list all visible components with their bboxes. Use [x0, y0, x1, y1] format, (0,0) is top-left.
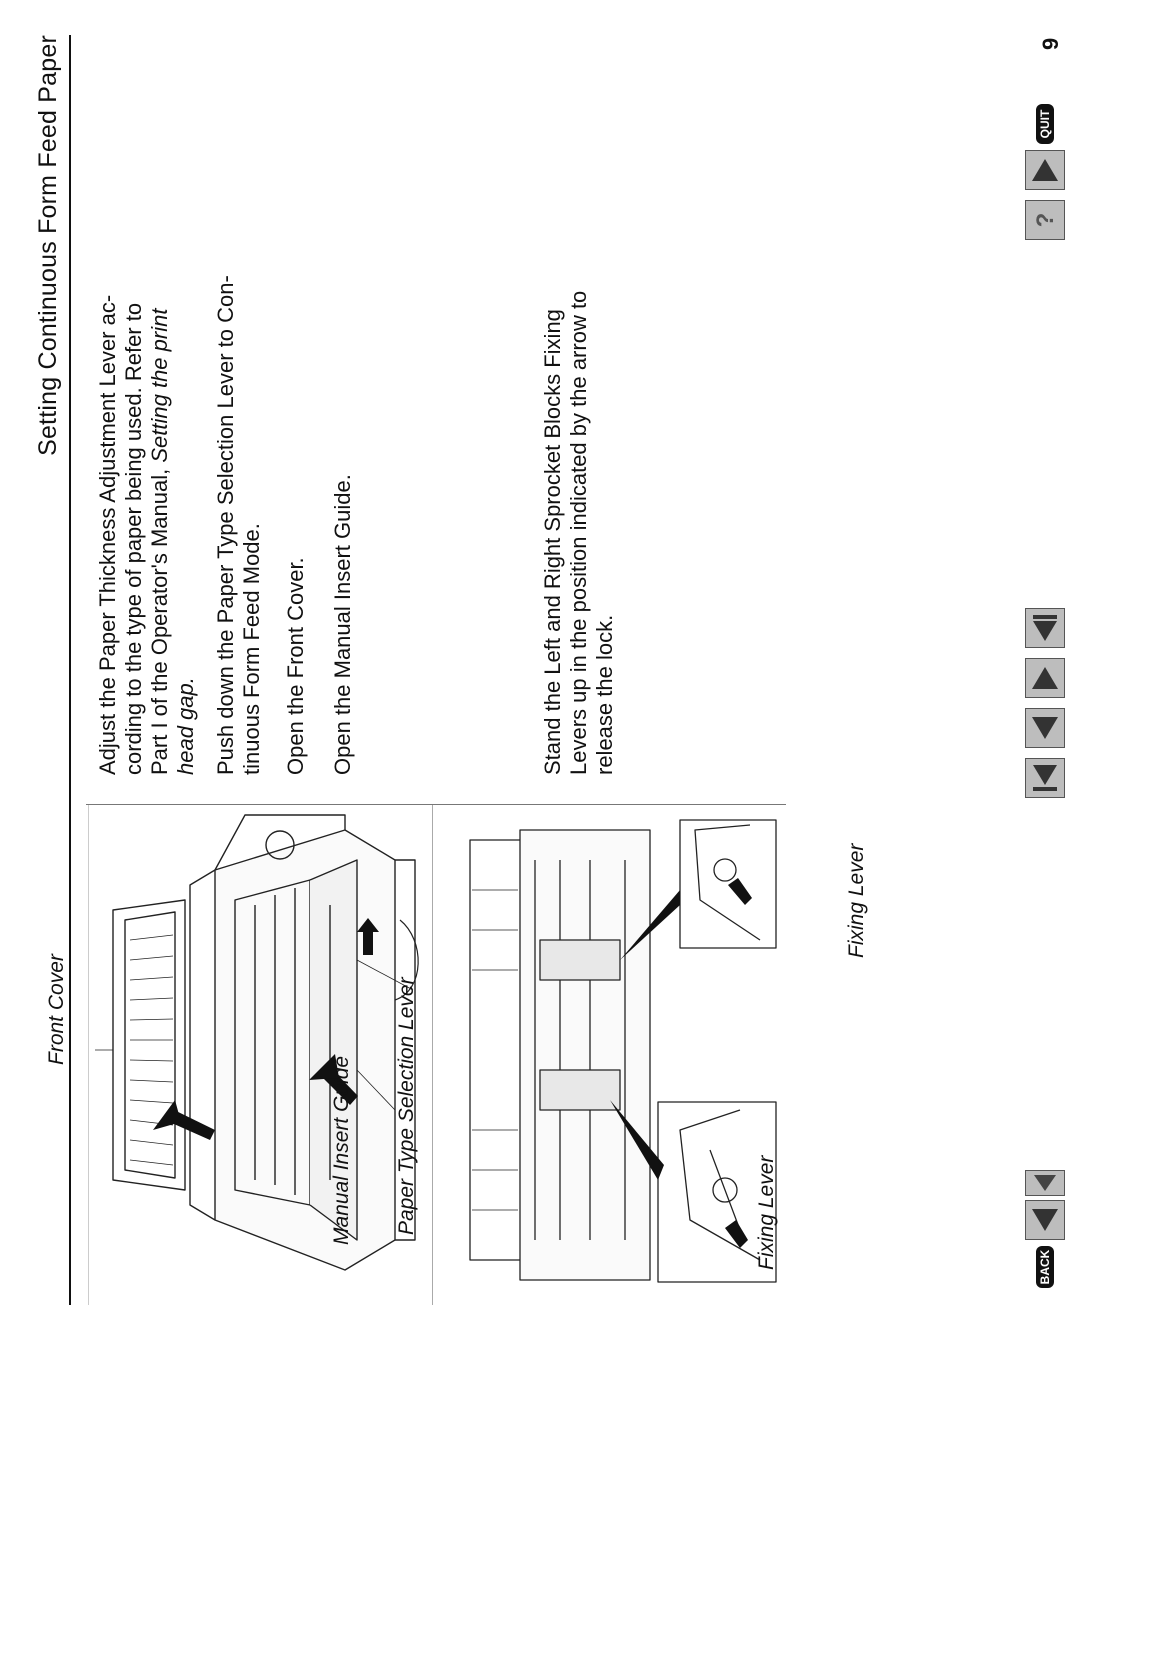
instruction-open-front-cover: Open the Front Cover. [283, 557, 308, 775]
callout-fixing-lever-right: Fixing Lever [845, 843, 868, 958]
quit-button[interactable]: QUIT [1022, 80, 1070, 190]
instruction-open-manual-insert-guide: Open the Manual Insert Guide. [330, 474, 355, 775]
header-rule [69, 35, 71, 1305]
previous-page-icon[interactable] [1025, 708, 1065, 748]
help-glyph: ? [1032, 213, 1059, 228]
callout-front-cover: Front Cover [45, 954, 68, 1065]
instruction-thickness-lever: Adjust the Paper Thickness Adjustment Le… [95, 135, 199, 775]
next-page-icon[interactable] [1025, 658, 1065, 698]
column-divider [86, 804, 786, 805]
sprocket-illustration [469, 819, 777, 1283]
instruction-fixing-levers: Stand the Left and Right Sprocket Blocks… [540, 290, 617, 775]
quit-arrow-icon [1025, 150, 1065, 190]
printer-illustration [95, 814, 419, 1271]
figure-divider [432, 805, 433, 1305]
page-title: Setting Continuous Form Feed Paper [34, 35, 62, 456]
first-page-icon[interactable] [1025, 758, 1065, 798]
last-page-icon[interactable] [1025, 608, 1065, 648]
back-button[interactable]: BACK [1020, 1168, 1070, 1288]
back-badge: BACK [1036, 1246, 1054, 1288]
back-arrow-icon [1025, 1200, 1065, 1240]
callout-fixing-lever-left: Fixing Lever [755, 1155, 778, 1270]
help-button[interactable]: ? [1025, 200, 1065, 240]
back-half-icon [1025, 1170, 1065, 1196]
quit-badge: QUIT [1036, 104, 1054, 144]
figure-top-rule [88, 805, 89, 1305]
callout-paper-type-selection-lever: Paper Type Selection Lever [395, 977, 418, 1235]
callout-manual-insert-guide: Manual Insert Guide [330, 1055, 353, 1245]
instruction-paper-type-lever: Push down the Paper Type Selection Lever… [213, 275, 264, 775]
page-number: 9 [1038, 37, 1063, 50]
